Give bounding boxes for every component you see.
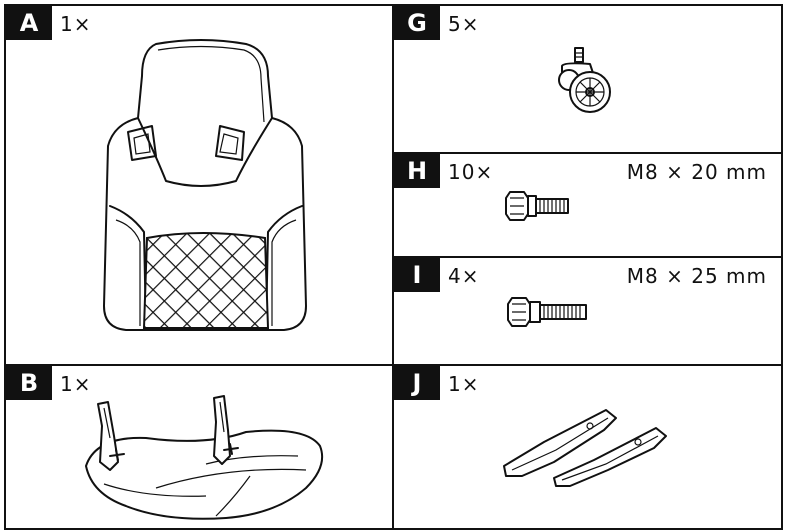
part-b-cell: B 1× <box>4 364 394 530</box>
part-g-quantity: 5× <box>448 12 480 36</box>
brackets-illustration <box>503 409 667 487</box>
part-h-quantity: 10× <box>448 160 494 184</box>
part-j-cell: J 1× <box>392 364 783 530</box>
part-i-quantity: 4× <box>448 264 480 288</box>
backrest-illustration <box>103 39 307 331</box>
bolt-short-illustration <box>505 191 569 221</box>
caster-illustration <box>558 47 611 113</box>
part-h-size: M8 × 20 mm <box>626 160 767 184</box>
bolt-long-illustration <box>507 297 587 327</box>
part-a-quantity: 1× <box>60 12 92 36</box>
part-b-quantity: 1× <box>60 372 92 396</box>
seat-illustration <box>85 395 324 520</box>
part-a-letter: A <box>6 6 52 40</box>
part-j-quantity: 1× <box>448 372 480 396</box>
part-j-letter: J <box>394 366 440 400</box>
part-g-cell: G 5× <box>392 4 783 154</box>
part-i-letter: I <box>394 258 440 292</box>
part-h-cell: H 10× M8 × 20 mm <box>392 152 783 258</box>
part-a-cell: A 1× <box>4 4 394 366</box>
part-i-size: M8 × 25 mm <box>626 264 767 288</box>
part-b-letter: B <box>6 366 52 400</box>
part-h-letter: H <box>394 154 440 188</box>
part-i-cell: I 4× M8 × 25 mm <box>392 256 783 366</box>
part-g-letter: G <box>394 6 440 40</box>
